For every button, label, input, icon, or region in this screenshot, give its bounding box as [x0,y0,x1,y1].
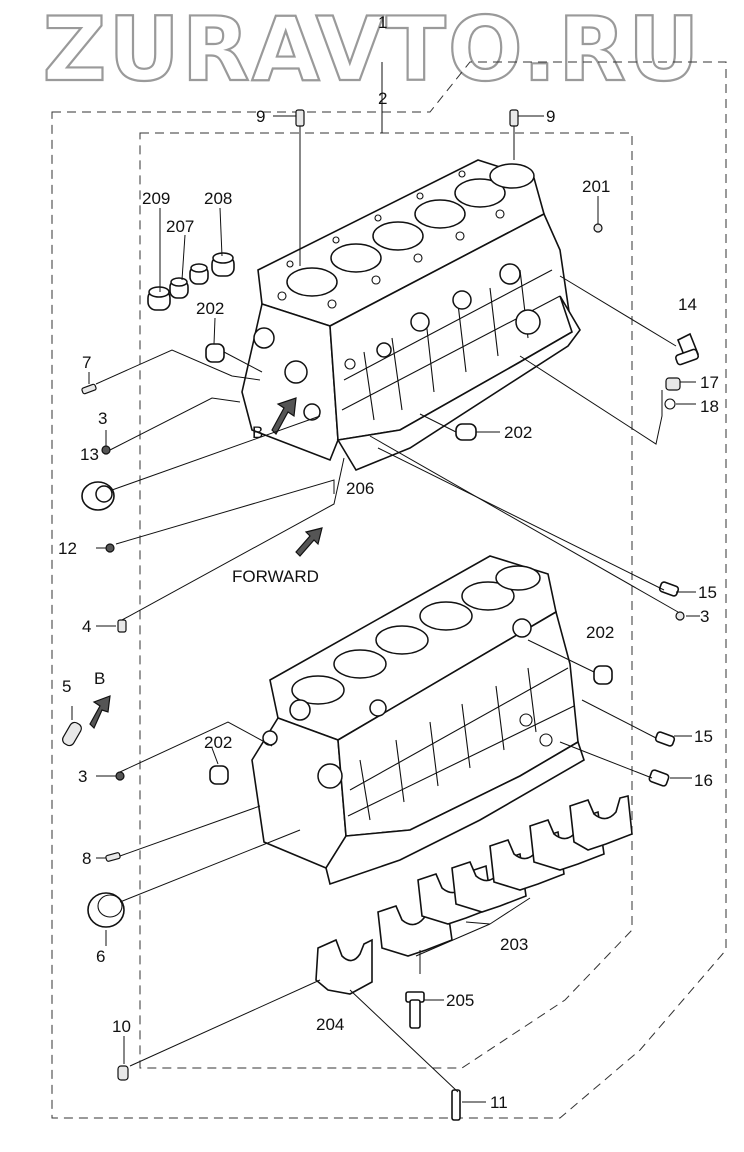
bolt-205 [405,991,425,1029]
plug-6 [87,892,125,928]
plug-13 [81,481,115,511]
callout-6: 6 [96,947,105,966]
assembly-frame-inner [139,132,633,1069]
callout-3-right: 3 [700,607,709,626]
washer-18 [664,398,676,410]
drain-plug-14 [674,332,700,366]
view-label-b-upper: B [252,423,263,442]
pin-5 [62,721,82,747]
plug-15-lower [654,731,676,747]
plug-202-lower-left [209,765,229,785]
pin-10 [117,1065,129,1081]
dowel-9-left [295,109,305,127]
callout-206: 206 [346,479,374,498]
plug-209 [147,286,171,311]
rear-bearing-cap-204 [315,938,373,995]
main-bearing-caps-203 [377,795,633,957]
plug-17 [665,377,681,391]
assembly-frame-outer [51,61,727,1119]
callout-209: 209 [142,189,170,208]
callout-14: 14 [678,295,697,314]
callout-9-right: 9 [546,107,555,126]
callout-2: 2 [378,89,387,108]
view-label-b-lower: B [94,669,105,688]
forward-label: FORWARD [232,567,319,586]
plug-207b [189,263,209,285]
forward-indicator: FORWARD [232,527,323,586]
callout-202-d: 202 [204,733,232,752]
lower-cylinder-block [251,555,585,886]
callout-3-upper: 3 [98,409,107,428]
callout-8: 8 [82,849,91,868]
plug-202-upper-right [455,423,477,441]
callout-202-a: 202 [196,299,224,318]
callout-15-lower: 15 [694,727,713,746]
callout-203: 203 [500,935,528,954]
callout-7: 7 [82,353,91,372]
callout-202-b: 202 [504,423,532,442]
plug-208 [211,252,235,277]
callout-3-lower: 3 [78,767,87,786]
callout-1: 1 [378,13,387,32]
plug-12 [105,543,115,553]
callout-9-left: 9 [256,107,265,126]
callout-15-upper: 15 [698,583,717,602]
view-arrow-b-lower: B [89,669,111,730]
plug-201 [593,223,603,233]
dowel-9-right [509,109,519,127]
callout-13: 13 [80,445,99,464]
callout-205: 205 [446,991,474,1010]
callout-17: 17 [700,373,719,392]
leader-lines [71,115,700,1103]
callout-202-c: 202 [586,623,614,642]
plug-202-upper-left [205,343,225,363]
callout-201: 201 [582,177,610,196]
plug-16 [648,769,670,787]
callout-10: 10 [112,1017,131,1036]
callout-16: 16 [694,771,713,790]
pin-4 [117,619,127,633]
callout-labels: 1 2 9 9 201 209 208 207 202 14 7 17 18 3… [58,13,719,1112]
plug-3-lower [115,771,125,781]
callout-12: 12 [58,539,77,558]
plug-3-upper [101,445,111,455]
pin-11 [451,1089,461,1121]
plug-207a [169,277,189,299]
pin-8 [105,852,121,862]
view-arrow-b-upper: B [252,397,297,442]
plug-3-right [675,611,685,621]
callout-4: 4 [82,617,91,636]
pin-7 [81,383,97,395]
callout-11: 11 [490,1093,508,1112]
callout-207: 207 [166,217,194,236]
callout-204: 204 [316,1015,344,1034]
callout-208: 208 [204,189,232,208]
callout-5: 5 [62,677,71,696]
plug-202-lower-right [593,665,613,685]
watermark-text: ZURAVTO.RU [43,0,702,101]
upper-cylinder-block [241,159,581,471]
callout-18: 18 [700,397,719,416]
